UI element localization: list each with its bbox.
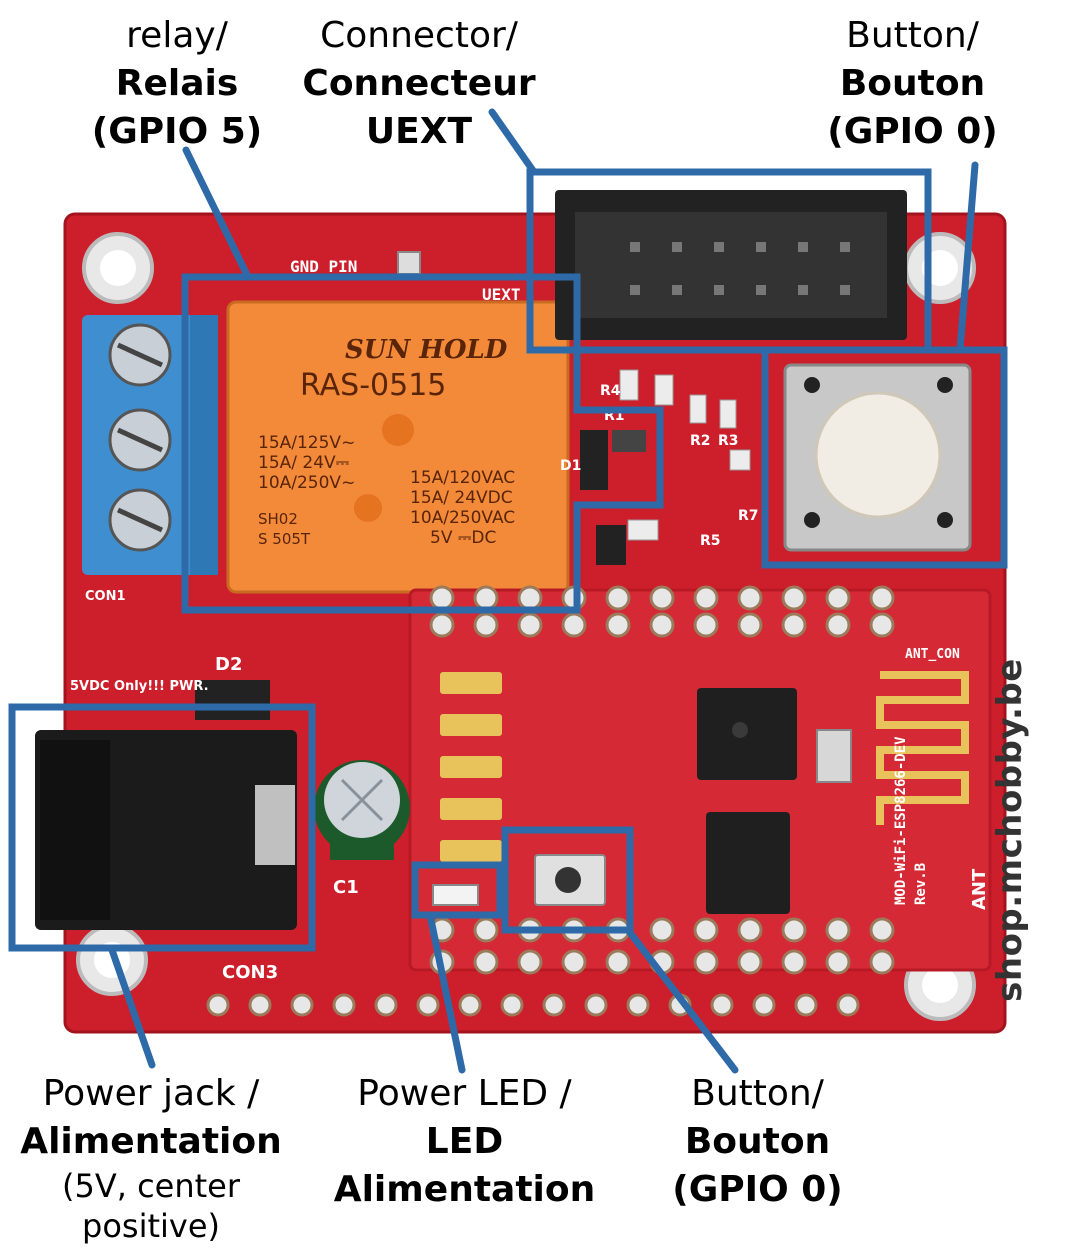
power-led-label-line3: Alimentation (333, 1169, 596, 1210)
button-top-label-line1: Button/ (846, 15, 979, 56)
button-top-leader (956, 161, 979, 354)
power-jack-leader (108, 946, 156, 1069)
power-led-outline (411, 861, 504, 919)
power-jack-label: Power jack / Alimentation (5V, center po… (0, 1070, 302, 1246)
relay-label-line3: (GPIO 5) (91, 111, 263, 152)
silk-module-rev: Rev.B (913, 863, 929, 905)
silk-r4: R4 (600, 383, 621, 399)
button-top-label: Button/ Bouton (GPIO 0) (810, 12, 1015, 156)
screw-terminal (82, 315, 218, 575)
silk-module-name: MOD-WiFi-ESP8266-DEV (893, 736, 909, 905)
silk-con3: CON3 (222, 962, 278, 983)
highlight-outlines (8, 168, 1008, 952)
silk-ant: ANT (969, 868, 990, 910)
silk-r3: R3 (718, 433, 739, 449)
relay-code-1: SH02 (258, 510, 298, 528)
connector-label: Connector/ Connecteur UEXT (288, 12, 550, 156)
con3-header (206, 993, 860, 1017)
button-top-label-line3: (GPIO 0) (827, 111, 998, 152)
silk-r2: R2 (690, 433, 711, 449)
watermark-text: shop.mchobby.be (990, 658, 1030, 1002)
button-top-outline (761, 346, 1008, 569)
button-bottom-label-line3: (GPIO 0) (672, 1169, 843, 1210)
relay-label: relay/ Relais (GPIO 5) (52, 12, 302, 156)
silk-pwr: 5VDC Only!!! PWR. (70, 679, 209, 694)
silk-c1: C1 (333, 877, 359, 898)
power-jack-outline (8, 703, 316, 952)
silk-d2: D2 (215, 654, 242, 675)
power-led-leader (426, 911, 466, 1074)
silk-uext: UEXT (482, 285, 521, 304)
power-jack-label-line4: positive) (82, 1207, 220, 1245)
leader-lines (108, 108, 979, 1074)
relay-model: RAS-0515 (300, 368, 446, 403)
silk-ant-con: ANT_CON (905, 647, 960, 662)
connector-label-line2: Connecteur (302, 63, 536, 104)
button-bottom-label: Button/ Bouton (GPIO 0) (655, 1070, 860, 1214)
power-jack-component (35, 730, 297, 930)
power-led-label-line1: Power LED / (357, 1073, 572, 1114)
relay-rating-left-2: 15A/ 24V⎓ (258, 453, 350, 473)
button-bottom-label-line1: Button/ (691, 1073, 824, 1114)
relay-rating-left-1: 15A/125V~ (258, 433, 355, 453)
connector-leader (488, 108, 538, 176)
push-button-top (783, 363, 972, 552)
relay-rating-right-2: 15A/ 24VDC (410, 488, 513, 508)
relay-leader (182, 146, 252, 281)
silk-con1: CON1 (85, 589, 126, 604)
relay-code-2: S 505T (258, 530, 311, 548)
button-bottom-label-line2: Bouton (684, 1121, 831, 1162)
button-bottom-leader (624, 926, 739, 1074)
relay-rating-right-4: 5V ⎓DC (430, 528, 496, 548)
connector-label-line1: Connector/ (320, 15, 518, 56)
capacitor (314, 760, 410, 860)
relay-label-line2: Relais (115, 63, 239, 104)
button-top-label-line2: Bouton (839, 63, 986, 104)
power-led-label-line2: LED (425, 1121, 504, 1162)
silk-r5: R5 (700, 533, 721, 549)
connector-label-line3: UEXT (365, 111, 473, 152)
uext-connector (555, 190, 907, 340)
silk-gnd-pin: GND_PIN (290, 257, 357, 276)
power-jack-label-line2: Alimentation (20, 1121, 282, 1162)
relay-component: SUN HOLD RAS-0515 15A/125V~ 15A/ 24V⎓ 10… (226, 300, 570, 594)
power-jack-label-line3: (5V, center (61, 1167, 241, 1205)
relay-label-line1: relay/ (126, 15, 228, 56)
relay-rating-left-3: 10A/250V~ (258, 473, 355, 493)
relay-rating-right-1: 15A/120VAC (410, 468, 515, 488)
relay-rating-right-3: 10A/250VAC (410, 508, 515, 528)
silk-d1: D1 (560, 458, 581, 474)
power-led-label: Power LED / LED Alimentation (312, 1070, 617, 1214)
relay-brand: SUN HOLD (345, 335, 508, 365)
power-jack-label-line1: Power jack / (42, 1073, 260, 1114)
silk-r7: R7 (738, 508, 759, 524)
relay-outline (181, 273, 664, 614)
